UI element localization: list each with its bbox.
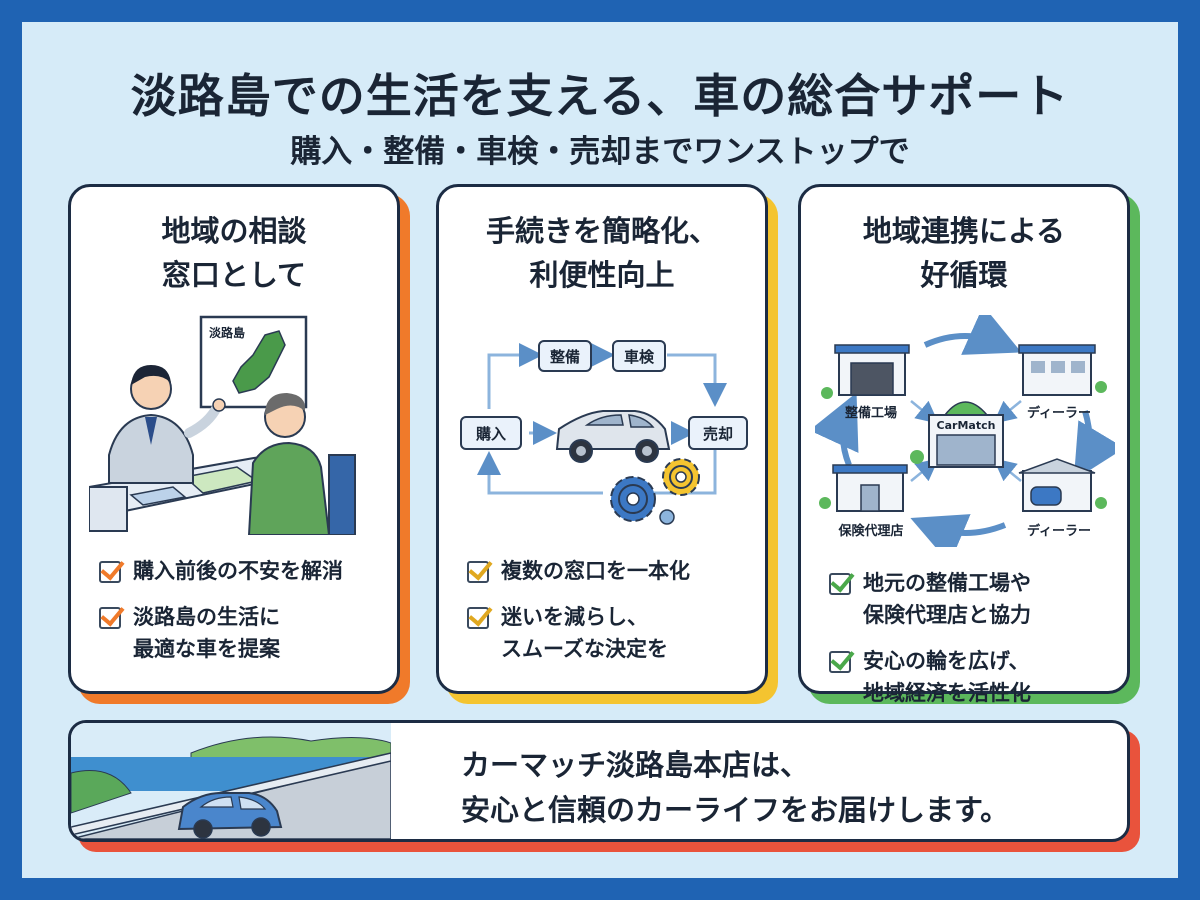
check-text-line1: 購入前後の不安を解消	[133, 559, 343, 583]
car-icon	[177, 792, 283, 839]
card-title-line2: 利便性向上	[529, 258, 675, 292]
building-icon	[1018, 344, 1107, 396]
banner-message: カーマッチ淡路島本店は、 安心と信頼のカーライフをお届けします。	[461, 743, 1009, 833]
check-text-line2: スムーズな決定を	[501, 637, 668, 661]
check-text-line1: 複数の窓口を一本化	[501, 559, 690, 583]
card-body: 地域連携による 好循環	[798, 184, 1130, 705]
gear-icon	[610, 476, 656, 522]
card-title: 地域連携による 好循環	[801, 209, 1127, 297]
gear-icon	[659, 509, 675, 525]
check-item: 迷いを減らし、 スムーズな決定を	[467, 601, 753, 665]
building-icon	[910, 401, 1004, 468]
car-icon	[555, 410, 671, 463]
building-icon	[1018, 458, 1107, 512]
check-icon	[99, 601, 125, 629]
banner-line2: 安心と信頼のカーライフをお届けします。	[461, 793, 1010, 827]
card-body: 手続きを簡略化、 利便性向上	[436, 184, 768, 694]
flow-step-baikyaku: 売却	[703, 425, 733, 443]
network-node-dealer-1: ディーラー	[1027, 405, 1091, 421]
page-title: 淡路島での生活を支える、車の総合サポート	[130, 69, 1070, 123]
poster-frame: 淡路島での生活を支える、車の総合サポート 購入・整備・車検・売却までワンストップ…	[22, 22, 1178, 878]
check-text-line2: 最適な車を提案	[133, 637, 280, 661]
check-icon	[99, 555, 125, 583]
card-title-line1: 地域の相談	[161, 214, 307, 248]
network-center-carmatch: CarMatch	[937, 419, 996, 432]
consultation-illustration: 淡路島	[86, 305, 379, 539]
checklist: 複数の窓口を一本化 迷いを減らし、 スムーズな決定を	[467, 555, 753, 679]
check-text-line2: 地域経済を活性化	[863, 681, 1031, 705]
gear-icon	[662, 458, 700, 496]
flow-step-seibi: 整備	[550, 348, 580, 366]
check-text-line2: 保険代理店と協力	[863, 603, 1031, 627]
card-regional-network: 地域連携による 好循環	[798, 184, 1140, 705]
checklist: 地元の整備工場や 保険代理店と協力 安心の輪を広げ、 地域経済を活性化	[829, 567, 1115, 723]
banner-body: カーマッチ淡路島本店は、 安心と信頼のカーライフをお届けします。	[68, 720, 1130, 842]
map-label: 淡路島	[209, 325, 245, 340]
card-simplification: 手続きを簡略化、 利便性向上	[436, 184, 778, 704]
check-item: 複数の窓口を一本化	[467, 555, 753, 587]
card-consultation: 地域の相談 窓口として 淡路島	[68, 184, 410, 704]
check-item: 淡路島の生活に 最適な車を提案	[99, 601, 385, 665]
banner-line1: カーマッチ淡路島本店は、	[461, 748, 810, 782]
check-icon	[829, 645, 855, 673]
check-item: 安心の輪を広げ、 地域経済を活性化	[829, 645, 1115, 709]
card-body: 地域の相談 窓口として 淡路島	[68, 184, 400, 694]
check-text-line1: 淡路島の生活に	[133, 605, 280, 629]
checklist: 購入前後の不安を解消 淡路島の生活に 最適な車を提案	[99, 555, 385, 679]
building-icon	[821, 344, 910, 399]
check-text-line1: 地元の整備工場や	[863, 571, 1031, 595]
network-node-hoken: 保険代理店	[837, 523, 903, 539]
card-title-line2: 好循環	[920, 258, 1008, 292]
bottom-banner: カーマッチ淡路島本店は、 安心と信頼のカーライフをお届けします。	[68, 720, 1140, 852]
network-node-seibi-koujou: 整備工場	[844, 405, 897, 421]
coastal-road-illustration	[71, 723, 392, 839]
map-icon	[199, 315, 308, 409]
person-icon	[108, 365, 226, 484]
flow-diagram: 整備 車検 購入 売却	[453, 317, 753, 541]
check-icon	[829, 567, 855, 595]
person-icon	[247, 393, 356, 536]
check-icon	[467, 601, 493, 629]
card-title-line1: 地域連携による	[862, 214, 1066, 248]
check-text-line1: 安心の輪を広げ、	[863, 649, 1030, 673]
check-icon	[467, 555, 493, 583]
check-item: 地元の整備工場や 保険代理店と協力	[829, 567, 1115, 631]
network-diagram: 整備工場 ディーラー	[809, 305, 1125, 564]
check-item: 購入前後の不安を解消	[99, 555, 385, 587]
card-title-line1: 手続きを簡略化、	[485, 214, 718, 248]
card-title: 地域の相談 窓口として	[71, 209, 397, 297]
check-text-line1: 迷いを減らし、	[501, 605, 648, 629]
page-subtitle: 購入・整備・車検・売却までワンストップで	[290, 134, 910, 170]
network-node-dealer-2: ディーラー	[1027, 523, 1091, 539]
flow-step-kounyu: 購入	[475, 425, 506, 443]
card-title: 手続きを簡略化、 利便性向上	[439, 209, 765, 297]
flow-step-shaken: 車検	[624, 348, 655, 366]
card-title-line2: 窓口として	[161, 258, 307, 292]
building-icon	[819, 464, 908, 512]
